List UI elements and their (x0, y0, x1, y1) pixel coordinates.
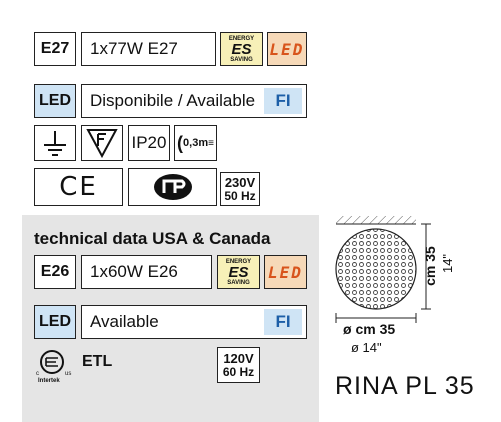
bulb-spec: 1x77W E27 (81, 32, 216, 66)
earth-ground-icon (44, 131, 66, 156)
height-inches: 14" (440, 253, 456, 274)
voltage-eu: 230V 50 Hz (220, 172, 260, 206)
svg-text:c: c (36, 371, 39, 377)
led-label: LED (39, 313, 71, 330)
voltage-label: 230V (224, 174, 256, 190)
triangle-f-icon (86, 129, 118, 158)
ip-rating: IP20 (128, 125, 170, 161)
distance-bracket-icon: ( (177, 132, 184, 153)
etl-logo-icon: c us (36, 350, 71, 377)
diameter-cm: ø cm 35 (343, 321, 396, 337)
socket-e26: E26 (34, 255, 76, 289)
availability-label: Available (90, 312, 159, 331)
bulb-label: 1x77W E27 (90, 39, 178, 58)
led-label: LED (39, 92, 71, 109)
energy-bottom: SAVING (227, 279, 250, 286)
fi-label: FI (275, 312, 291, 331)
distance-icon: ( 0,3m ≡ (174, 125, 217, 161)
led-compatible-badge: LED (34, 305, 76, 339)
product-name: RINA PL 35 (335, 372, 475, 400)
ip-label: IP20 (131, 133, 167, 152)
flammable-surface-icon (81, 125, 123, 161)
socket-label: E27 (40, 40, 70, 57)
voltage-usa: 120V 60 Hz (217, 347, 260, 383)
diameter-inches: ø 14" (351, 340, 382, 355)
distance-label: 0,3m (183, 137, 209, 149)
energy-top: ENERGY (228, 35, 255, 42)
height-cm: cm 35 (421, 246, 438, 286)
led-icon: LED (267, 32, 307, 66)
led-text: LED (268, 262, 303, 282)
energy-main: ES (231, 40, 252, 58)
fi-label: FI (275, 91, 291, 110)
socket-label: E26 (40, 263, 70, 280)
etl-label: ETL (82, 353, 113, 370)
led-icon: LED (264, 255, 307, 289)
gost-mark (128, 168, 217, 206)
ground-icon (34, 125, 76, 161)
etl-mark: c us ETL Intertek (36, 348, 126, 388)
energy-main: ES (228, 263, 249, 281)
ceiling-hatch (336, 216, 416, 224)
energy-saving-icon: ENERGY ES SAVING (217, 255, 260, 289)
energy-saving-icon: ENERGY ES SAVING (220, 32, 263, 66)
intertek-label: Intertek (38, 378, 60, 384)
energy-top: ENERGY (225, 258, 252, 265)
availability-label: Disponibile / Available (90, 91, 256, 110)
ce-mark: CE (34, 168, 123, 206)
lamp-drawing (335, 216, 431, 323)
usa-heading: technical data USA & Canada (34, 229, 271, 248)
fi-badge: FI (264, 309, 302, 335)
fi-badge: FI (264, 88, 302, 114)
frequency-label: 60 Hz (222, 364, 255, 379)
socket-e27: E27 (34, 32, 76, 66)
bulb-label: 1x60W E26 (90, 262, 178, 281)
bulb-spec-usa: 1x60W E26 (81, 255, 212, 289)
gost-r-icon (153, 174, 192, 200)
frequency-label: 50 Hz (224, 188, 256, 203)
rays-icon: ≡ (208, 137, 214, 149)
energy-bottom: SAVING (230, 56, 253, 63)
svg-text:us: us (65, 371, 71, 377)
led-compatible-badge: LED (34, 84, 76, 118)
ce-icon: CE (59, 172, 98, 202)
lamp-sphere (335, 228, 417, 310)
voltage-label: 120V (223, 350, 254, 366)
led-text: LED (269, 39, 305, 59)
